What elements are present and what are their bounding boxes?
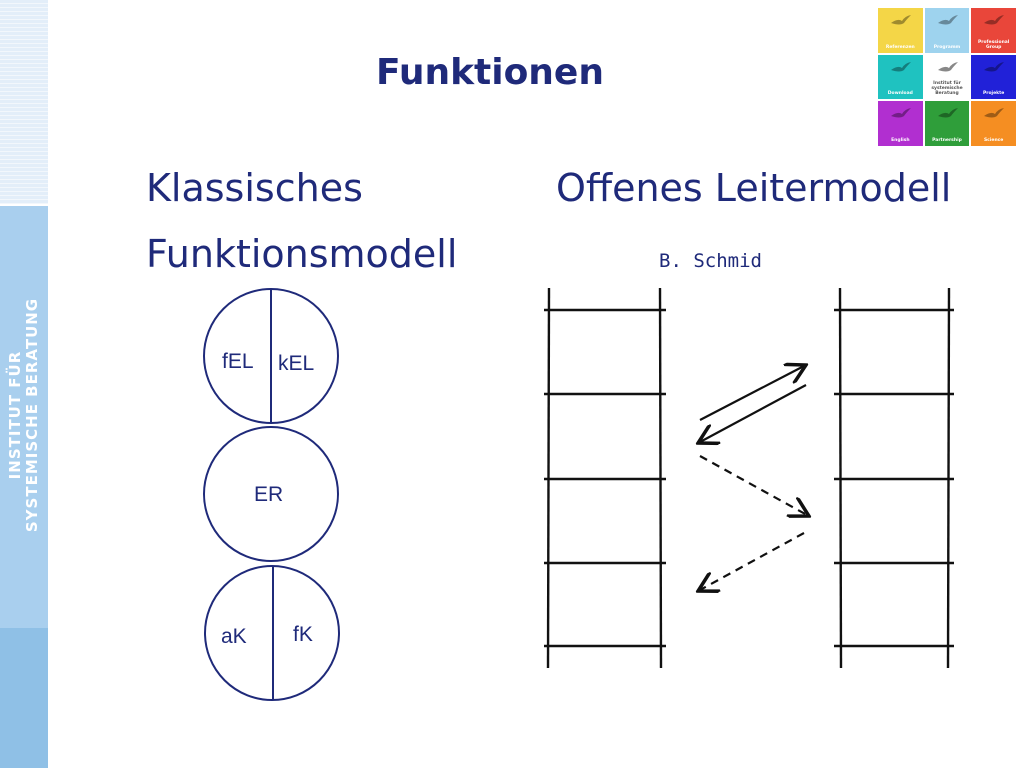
label-ak: aK	[221, 625, 247, 648]
sidebar-top-panel	[0, 0, 48, 204]
author-credit: B. Schmid	[659, 250, 762, 272]
left-heading-line-2: Funktionsmodell	[146, 232, 458, 276]
arrow-solid-down	[700, 384, 807, 442]
circle-middle	[203, 426, 339, 562]
logo-tile-label: Institut für systemische Beratung	[931, 81, 963, 97]
bird-icon	[937, 61, 958, 72]
bird-icon	[891, 61, 911, 72]
logo-tile: Science	[971, 101, 1016, 146]
arrow-dashed-back	[700, 532, 805, 590]
logo-tile-label: Science	[983, 138, 1004, 143]
logo-tile: Partnership	[924, 101, 970, 146]
label-fk: fK	[293, 623, 313, 646]
slide-title: Funktionen	[376, 52, 604, 93]
label-er: ER	[254, 483, 283, 506]
bird-icon	[891, 15, 911, 25]
bird-icon	[984, 15, 1005, 25]
sidebar-bottom-panel	[0, 628, 48, 768]
classic-function-model-diagram: fEL kEL ER aK fK	[203, 288, 340, 701]
left-ladder	[544, 287, 666, 669]
logo-tile-label: Programm	[933, 44, 961, 50]
sidebar-label-text: INSTITUT FÜR SYSTEMISCHE BERATUNG	[6, 297, 41, 533]
label-fel: fEL	[222, 350, 254, 373]
arrow-dashed-down	[699, 455, 807, 515]
open-ladder-model-diagram	[544, 287, 954, 669]
sidebar-band: INSTITUT FÜR SYSTEMISCHE BERATUNG	[0, 0, 48, 768]
logo-tile: Programm	[924, 8, 970, 53]
bird-icon	[984, 108, 1005, 118]
logo-tile-label: Partnership	[932, 138, 962, 143]
logo-tile: Referenzen	[878, 8, 923, 53]
logo-tile: Projekte	[971, 54, 1016, 100]
sidebar-middle-panel	[0, 204, 48, 630]
logo-tile-label: English	[891, 138, 910, 143]
logo-tile: English	[878, 101, 923, 146]
left-heading-line-1: Klassisches	[146, 166, 363, 210]
logo-tile-label: Professional Group	[977, 39, 1010, 50]
logo-tile: Professional Group	[971, 8, 1016, 53]
bird-icon	[984, 61, 1005, 72]
logo-tile-label: Download	[887, 91, 913, 97]
bird-icon	[891, 108, 911, 118]
sidebar-line-1: INSTITUT FÜR	[6, 350, 24, 480]
bird-icon	[937, 108, 958, 118]
right-heading: Offenes Leitermodell	[556, 166, 952, 210]
arrow-solid-up	[699, 366, 804, 421]
logo-tile-label: Referenzen	[885, 44, 915, 50]
logo-tile-label: Projekte	[982, 91, 1005, 97]
arrows	[700, 366, 807, 590]
bird-icon	[937, 15, 958, 25]
logo-tile: Download	[878, 54, 923, 100]
label-kel: kEL	[278, 352, 314, 375]
sidebar-line-2: SYSTEMISCHE BERATUNG	[23, 297, 41, 533]
logo-tile: Institut für systemische Beratung	[924, 54, 970, 100]
right-ladder	[834, 287, 954, 669]
